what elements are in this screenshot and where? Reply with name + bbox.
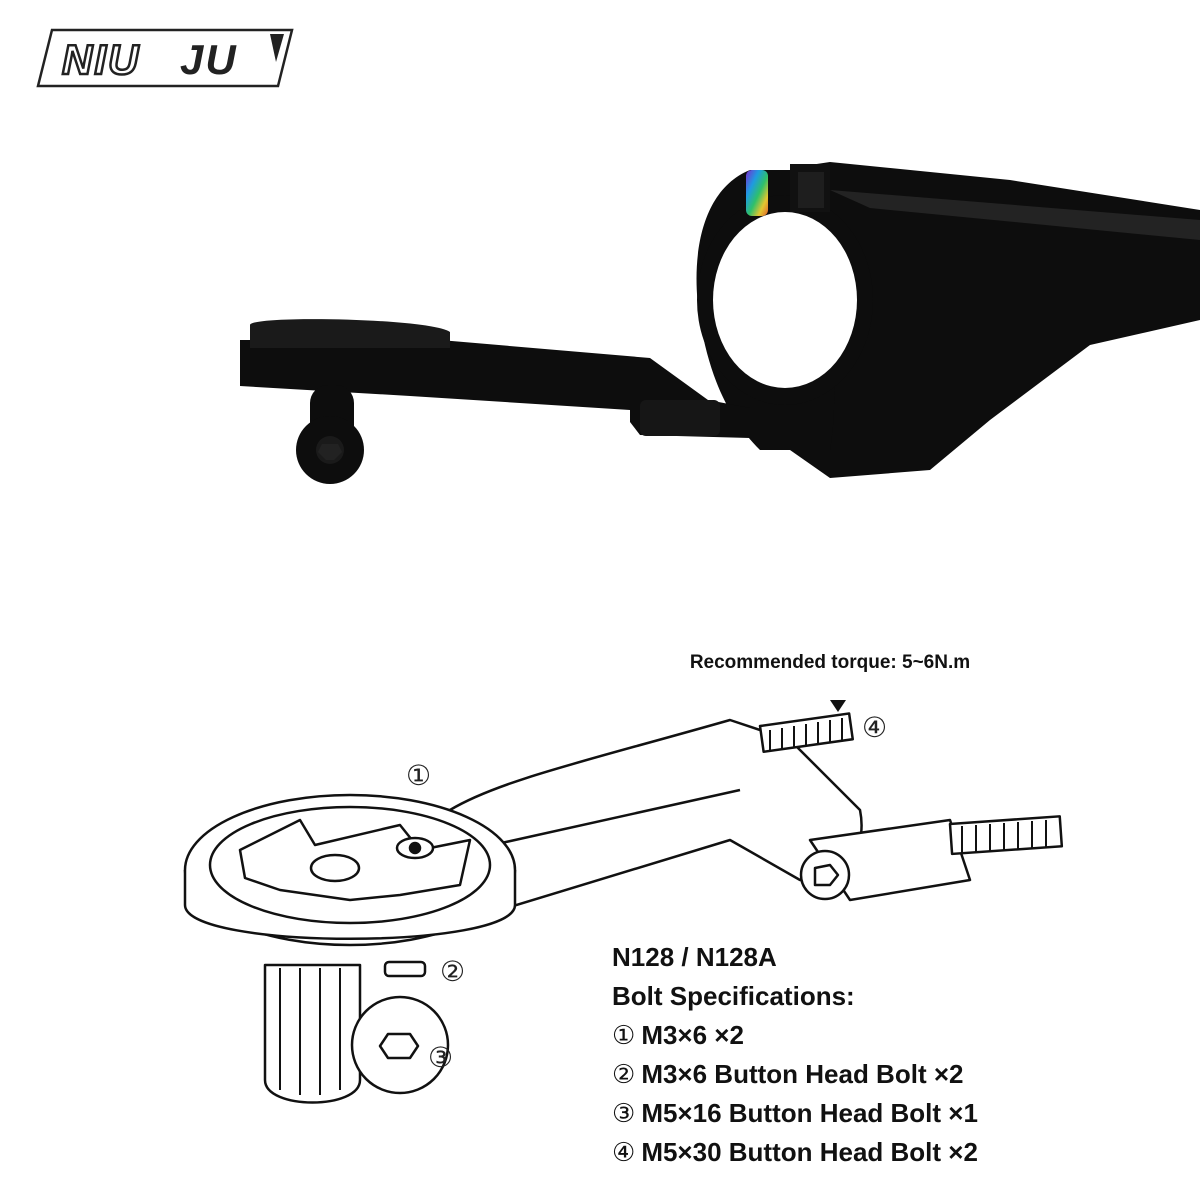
diagram-gopro-adapter — [263, 960, 450, 1104]
spec-item-num: ② — [612, 1060, 636, 1090]
callout-3: ③ — [428, 1041, 454, 1074]
spec-model: N128 / N128A — [612, 942, 777, 972]
callout-1: ① — [406, 759, 432, 792]
diagram-bolt-4 — [758, 712, 854, 753]
gopro-adapter — [296, 385, 364, 484]
spec-item-num: ① — [612, 1021, 636, 1051]
spec-item-text: M5×16 Button Head Bolt ×1 — [641, 1098, 978, 1128]
torque-arrow-icon — [830, 700, 846, 712]
diagram-bolt-lower — [799, 815, 1064, 902]
titanium-bolt-icon — [746, 170, 768, 216]
computer-mount-arm — [240, 319, 750, 438]
spec-item-text: M3×6 ×2 — [641, 1020, 744, 1050]
logo-text-ju: JU — [180, 36, 238, 83]
spec-item-text: M5×30 Button Head Bolt ×2 — [641, 1137, 978, 1167]
logo-text-niu: NIU — [62, 36, 140, 83]
handlebar-clamp — [696, 164, 873, 450]
torque-label: Recommended torque: 5~6N.m — [689, 652, 971, 673]
spec-heading: Bolt Specifications: — [612, 981, 855, 1011]
niuju-logo: NIU JU — [36, 28, 294, 88]
spec-item-num: ④ — [612, 1138, 636, 1168]
callout-4: ④ — [862, 711, 888, 744]
stem-body — [790, 162, 1200, 478]
mount-line-drawing — [183, 700, 1064, 1104]
spec-item-num: ③ — [612, 1099, 636, 1129]
product-photo — [240, 162, 1200, 484]
diagram-computer-cradle — [183, 793, 517, 947]
callout-2: ② — [440, 955, 466, 988]
spec-item-text: M3×6 Button Head Bolt ×2 — [641, 1059, 964, 1089]
